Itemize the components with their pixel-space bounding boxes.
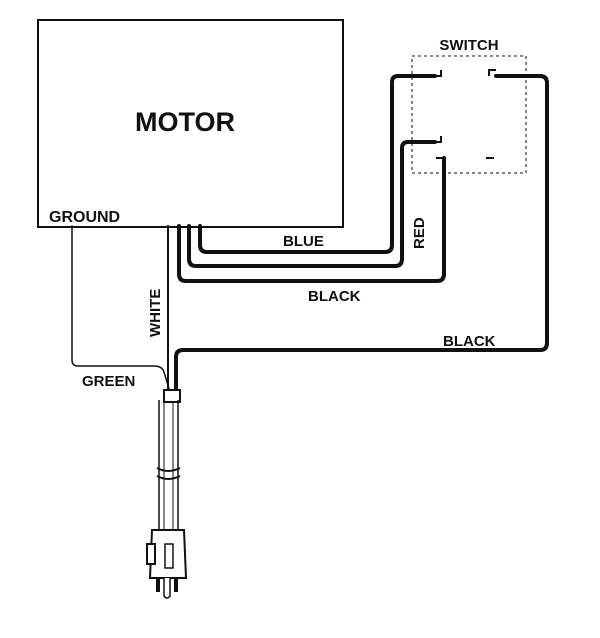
blue-wire <box>198 74 437 254</box>
black-wire-motor <box>177 156 446 283</box>
black-wire-motor-label: BLACK <box>308 288 361 305</box>
white-wire-label: WHITE <box>147 289 164 337</box>
switch-terminals <box>434 69 496 159</box>
green-wire-label: GREEN <box>82 373 135 390</box>
black-wire-line-label: BLACK <box>443 333 496 350</box>
power-cord <box>156 389 181 530</box>
motor-label: MOTOR <box>135 107 235 137</box>
motor-box <box>37 19 344 228</box>
switch-label: SWITCH <box>439 37 498 54</box>
green-wire <box>71 225 171 393</box>
ground-label: GROUND <box>49 209 120 226</box>
switch-box <box>411 55 527 174</box>
blue-wire-label: BLUE <box>283 233 324 250</box>
plug-icon <box>146 529 188 599</box>
red-wire <box>187 140 437 268</box>
red-wire-label: RED <box>411 217 428 249</box>
black-wire-line <box>174 74 549 394</box>
